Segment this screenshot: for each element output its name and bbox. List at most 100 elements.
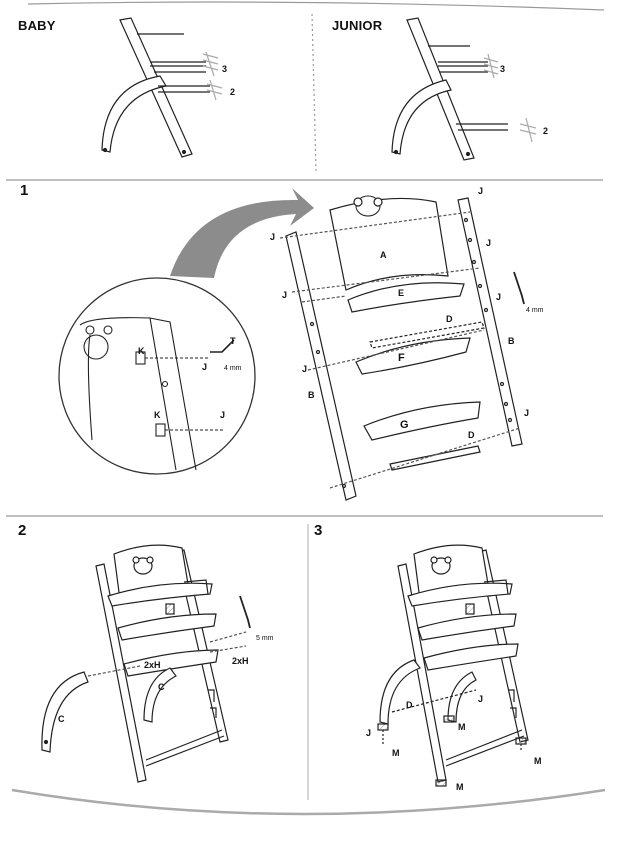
tray-e bbox=[347, 282, 465, 313]
step3-label-m-left: M bbox=[392, 748, 400, 758]
label-b-left: B bbox=[308, 390, 315, 400]
detail-bear-cutout bbox=[83, 334, 109, 360]
junior-rung-label-2: 2 bbox=[543, 126, 548, 136]
step3-footrest bbox=[423, 643, 519, 671]
top-border-curve bbox=[27, 1, 605, 11]
label-b-right: B bbox=[508, 336, 515, 346]
junior-section-title: JUNIOR bbox=[332, 18, 383, 33]
label-d-lower: D bbox=[468, 430, 475, 440]
backrest-a bbox=[329, 197, 449, 291]
rod-d-upper bbox=[369, 321, 485, 349]
divider-baby-junior bbox=[311, 13, 317, 173]
step3-glide-right bbox=[515, 737, 527, 745]
step3-label-j-right: J bbox=[478, 694, 483, 704]
label-j-right-middle: J bbox=[496, 292, 501, 302]
hex-key-5mm bbox=[239, 595, 251, 629]
step-1-number: 1 bbox=[20, 182, 29, 199]
baby-configuration bbox=[101, 17, 223, 158]
section-dividers bbox=[6, 1, 606, 816]
detail-backrest-inner bbox=[149, 317, 177, 471]
junior-rung-3-marker bbox=[483, 53, 499, 79]
detail-backrest bbox=[79, 317, 197, 471]
junior-rung-2-marker bbox=[519, 117, 537, 143]
baby-section-title: BABY bbox=[18, 18, 56, 33]
step2-curved-leg-c bbox=[41, 671, 89, 753]
junior-bolt-left bbox=[393, 149, 399, 155]
step2-leg-left bbox=[95, 563, 147, 783]
rod-d-lower bbox=[389, 445, 481, 471]
step2-chair bbox=[41, 544, 251, 783]
label-j-left-lower: J bbox=[302, 364, 307, 374]
step3-curved-leg-left bbox=[379, 659, 421, 725]
detail-label-k-upper: K bbox=[138, 346, 145, 356]
junior-configuration bbox=[391, 17, 537, 161]
step2-label-2xh-right: 2xH bbox=[232, 656, 249, 666]
step3-curved-leg-right bbox=[447, 671, 477, 723]
step1-tool-size: 4 mm bbox=[526, 307, 544, 314]
zoom-arrow bbox=[170, 188, 314, 278]
step2-curved-leg-attached bbox=[143, 667, 177, 723]
step-2-number: 2 bbox=[18, 522, 27, 539]
baby-rung-2-marker bbox=[206, 79, 223, 101]
detail-circle bbox=[58, 277, 256, 475]
detail-screw-hole bbox=[161, 380, 169, 388]
label-g: G bbox=[400, 419, 409, 431]
bottom-border-curve bbox=[11, 788, 606, 816]
step-3-number: 3 bbox=[314, 522, 323, 539]
step3-label-m-right: M bbox=[534, 756, 542, 766]
baby-rung-label-2: 2 bbox=[230, 87, 235, 97]
detail-label-t: T bbox=[230, 336, 236, 346]
step3-glide-left bbox=[377, 723, 389, 731]
step3-seat bbox=[417, 613, 517, 641]
footrest-g bbox=[363, 401, 481, 441]
hex-key-4mm bbox=[513, 271, 525, 305]
detail-tool-size: 4 mm bbox=[224, 365, 242, 372]
label-f: F bbox=[398, 352, 405, 364]
junior-rung-label-3: 3 bbox=[500, 64, 505, 74]
step3-label-d: D bbox=[406, 700, 413, 710]
seat-f bbox=[355, 337, 471, 375]
leg-holes bbox=[309, 217, 513, 489]
junior-bolt-right bbox=[465, 151, 471, 157]
junior-curved-leg bbox=[391, 79, 452, 155]
step2-tool-size: 5 mm bbox=[256, 635, 274, 642]
label-j-left-middle: J bbox=[282, 290, 287, 300]
label-j-right-lower: J bbox=[524, 408, 529, 418]
detail-hex-key bbox=[210, 339, 235, 353]
label-e: E bbox=[398, 288, 404, 298]
bolt-guidelines bbox=[279, 211, 521, 489]
step2-tray bbox=[107, 582, 213, 607]
detail-backrest-left-edge bbox=[87, 334, 93, 441]
baby-rung-3-marker bbox=[202, 51, 219, 77]
baby-bolt-left bbox=[102, 147, 108, 153]
step2-label-2xh-left: 2xH bbox=[144, 660, 161, 670]
label-j-right-upper: J bbox=[486, 238, 491, 248]
step3-label-m-middle: M bbox=[458, 722, 466, 732]
step3-rod-d bbox=[391, 689, 477, 713]
step2-label-c-attached: C bbox=[158, 682, 165, 692]
label-j-left-upper: J bbox=[270, 232, 275, 242]
step3-glides bbox=[377, 715, 527, 787]
step3-tray bbox=[407, 582, 513, 607]
label-a: A bbox=[380, 250, 387, 260]
step2-lower-rod bbox=[145, 735, 225, 767]
detail-label-j-upper: J bbox=[202, 362, 207, 372]
step3-glide-front bbox=[435, 779, 447, 787]
baby-rung-label-3: 3 bbox=[222, 64, 227, 74]
label-j-top: J bbox=[478, 186, 483, 196]
step2-footrest bbox=[123, 649, 219, 677]
step2-seat bbox=[117, 613, 217, 641]
label-d-upper: D bbox=[446, 314, 453, 324]
step3-label-m-front: M bbox=[456, 782, 464, 792]
detail-label-k-lower: K bbox=[154, 410, 161, 420]
baby-bolt-right bbox=[181, 149, 187, 155]
side-leg-left bbox=[285, 231, 357, 501]
step2-label-c-loose: C bbox=[58, 714, 65, 724]
step3-chair bbox=[377, 544, 529, 787]
step3-label-j-left: J bbox=[366, 728, 371, 738]
detail-label-j-lower: J bbox=[220, 410, 225, 420]
step1-exploded-chair bbox=[279, 195, 525, 501]
step3-glide-middle bbox=[443, 715, 455, 723]
baby-curved-leg bbox=[101, 75, 167, 153]
